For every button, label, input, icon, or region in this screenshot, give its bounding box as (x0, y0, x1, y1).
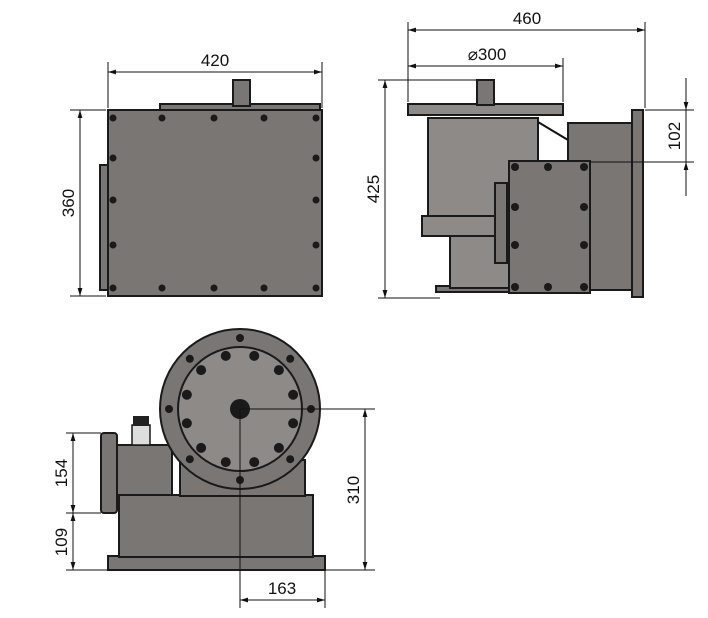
inner-bolt (273, 365, 284, 376)
inner-bolt (273, 442, 284, 453)
dimension-diameter-300: ⌀300 (468, 45, 507, 64)
junction-bolts (511, 163, 588, 291)
outer-bolt (165, 405, 173, 413)
inner-bolt (181, 389, 192, 400)
outer-bolt (185, 354, 194, 363)
outer-bolt (286, 354, 295, 363)
front-view: 310 163 154 109 (52, 328, 375, 608)
side-flange (100, 432, 118, 514)
inner-bolt (288, 418, 299, 429)
terminal-box (116, 444, 173, 496)
dimension-425: 425 (364, 175, 383, 203)
inner-bolt (181, 418, 192, 429)
dimension-102: 102 (665, 122, 684, 150)
mounting-flange (631, 109, 644, 298)
junction-box (508, 160, 591, 294)
dimension-154: 154 (52, 459, 71, 487)
shaft (476, 79, 495, 106)
base-body (118, 494, 314, 558)
cable-glands (494, 182, 508, 264)
outer-bolt (286, 455, 295, 464)
flange-bolts (165, 334, 315, 484)
inner-bolt (220, 350, 231, 361)
dimension-310: 310 (344, 476, 363, 504)
bolts (109, 114, 320, 292)
dimension-109: 109 (52, 528, 71, 556)
inner-bolt (196, 365, 207, 376)
inner-bolt (220, 457, 231, 468)
outer-bolt (236, 334, 244, 342)
inner-bolt (196, 442, 207, 453)
cover-box (107, 109, 323, 297)
top-view: 420 360 (59, 51, 323, 297)
dimension-163: 163 (268, 579, 296, 598)
base-plate (107, 555, 326, 571)
mid-flange (421, 215, 505, 237)
inner-bolt (288, 389, 299, 400)
dimension-360: 360 (59, 189, 78, 217)
dimension-460: 460 (513, 9, 541, 28)
shaft (232, 79, 251, 107)
side-view: 460 ⌀300 425 102 (364, 9, 694, 299)
inner-bolt (249, 350, 260, 361)
connector-cap (133, 416, 149, 426)
side-flange (99, 164, 109, 291)
inner-bolt (249, 457, 260, 468)
outer-bolt (185, 455, 194, 464)
connector (131, 424, 151, 446)
dimension-420: 420 (201, 51, 229, 70)
